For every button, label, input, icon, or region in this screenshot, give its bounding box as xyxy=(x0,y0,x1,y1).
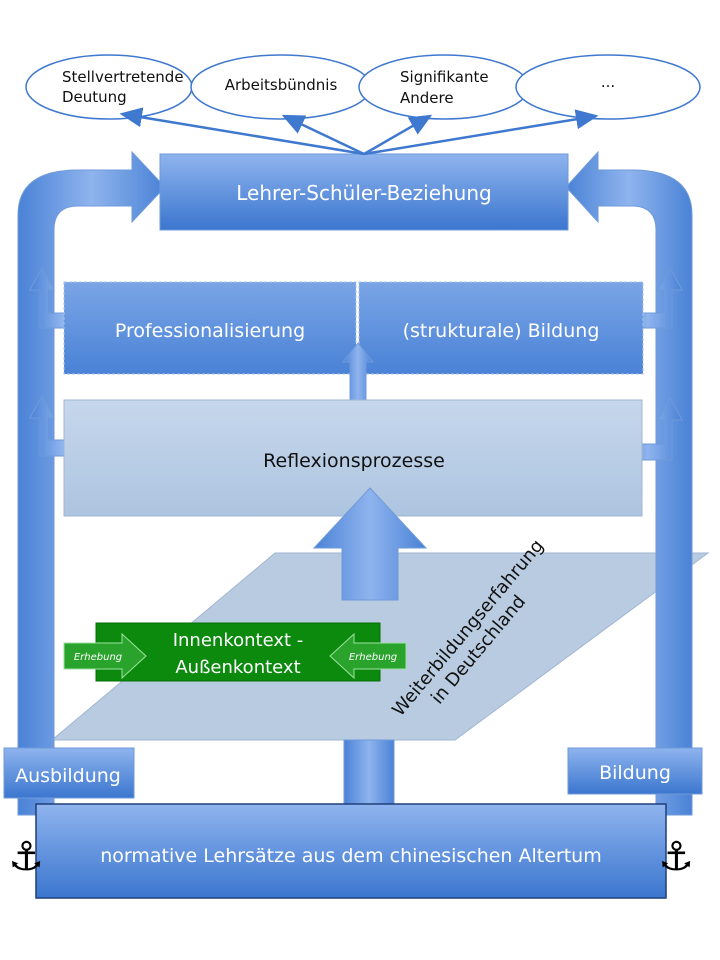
strukturale-bildung-label: (strukturale) Bildung xyxy=(403,320,600,342)
ausbildung-label: Ausbildung xyxy=(15,765,121,787)
ellipse-1-line1: Stellvertretende xyxy=(62,68,184,86)
innenkontext-line1: Innenkontext - xyxy=(173,630,304,651)
erhebung-left-label: Erhebung xyxy=(74,652,122,663)
bottom-box-label: normative Lehrsätze aus dem chinesischen… xyxy=(100,845,601,867)
fan-arrow-3 xyxy=(363,114,433,156)
fan-arrow-1 xyxy=(119,107,365,156)
reflexion-label: Reflexionsprozesse xyxy=(263,450,445,472)
professionalisierung-label: Professionalisierung xyxy=(115,320,305,342)
ellipse-4-line1: ... xyxy=(601,73,615,91)
bottom-box xyxy=(35,803,667,899)
bildung-box xyxy=(567,747,703,795)
fan-arrow-2 xyxy=(281,114,365,156)
ellipse-signifikante-andere: Signifikante Andere xyxy=(358,54,530,120)
erhebung-left-arrow: Erhebung xyxy=(63,632,147,680)
innenkontext-box xyxy=(95,622,381,682)
top-box-label: Lehrer-Schüler-Beziehung xyxy=(236,181,491,205)
fan-arrow-4 xyxy=(363,109,599,156)
erhebung-right-arrow: Erhebung xyxy=(329,632,407,680)
ellipse-stellvertretende-deutung: Stellvertretende Deutung xyxy=(25,54,193,120)
fan-arrows xyxy=(119,107,599,156)
professionalisierung-box xyxy=(63,281,357,375)
ellipse-more: ... xyxy=(515,54,701,120)
reflexion-up-arrow-small xyxy=(341,342,375,403)
ellipse-3-line1: Signifikante xyxy=(400,68,489,86)
bildung-label: Bildung xyxy=(599,762,671,784)
ellipse-2-line1: Arbeitsbündnis xyxy=(225,76,338,94)
center-pillar xyxy=(343,739,395,809)
anchor-icon-left: ⚓ xyxy=(8,834,44,880)
anchor-icon-right: ⚓ xyxy=(658,834,694,880)
reflexion-box xyxy=(63,399,643,517)
erhebung-right-label: Erhebung xyxy=(349,652,397,663)
ellipse-arbeitsbuendnis: Arbeitsbündnis xyxy=(190,54,372,120)
innenkontext-line2: Außenkontext xyxy=(175,657,300,678)
ellipse-3-line2: Andere xyxy=(400,89,454,107)
big-up-arrow xyxy=(312,487,428,601)
ausbildung-box xyxy=(3,747,135,799)
strukturale-bildung-box xyxy=(358,281,644,375)
ellipse-1-line2: Deutung xyxy=(62,88,127,106)
